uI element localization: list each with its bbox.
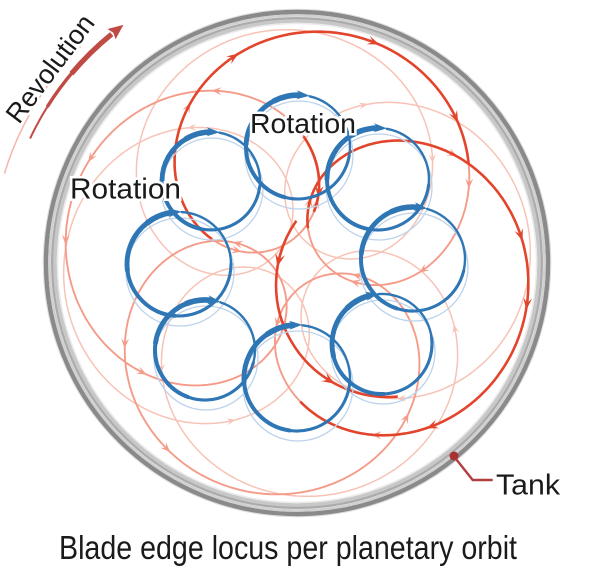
svg-text:Rotation: Rotation	[250, 108, 356, 139]
svg-text:Blade edge locus per planetary: Blade edge locus per planetary orbit	[59, 529, 517, 566]
svg-text:Tank: Tank	[496, 470, 561, 502]
svg-text:Rotation: Rotation	[70, 174, 181, 206]
